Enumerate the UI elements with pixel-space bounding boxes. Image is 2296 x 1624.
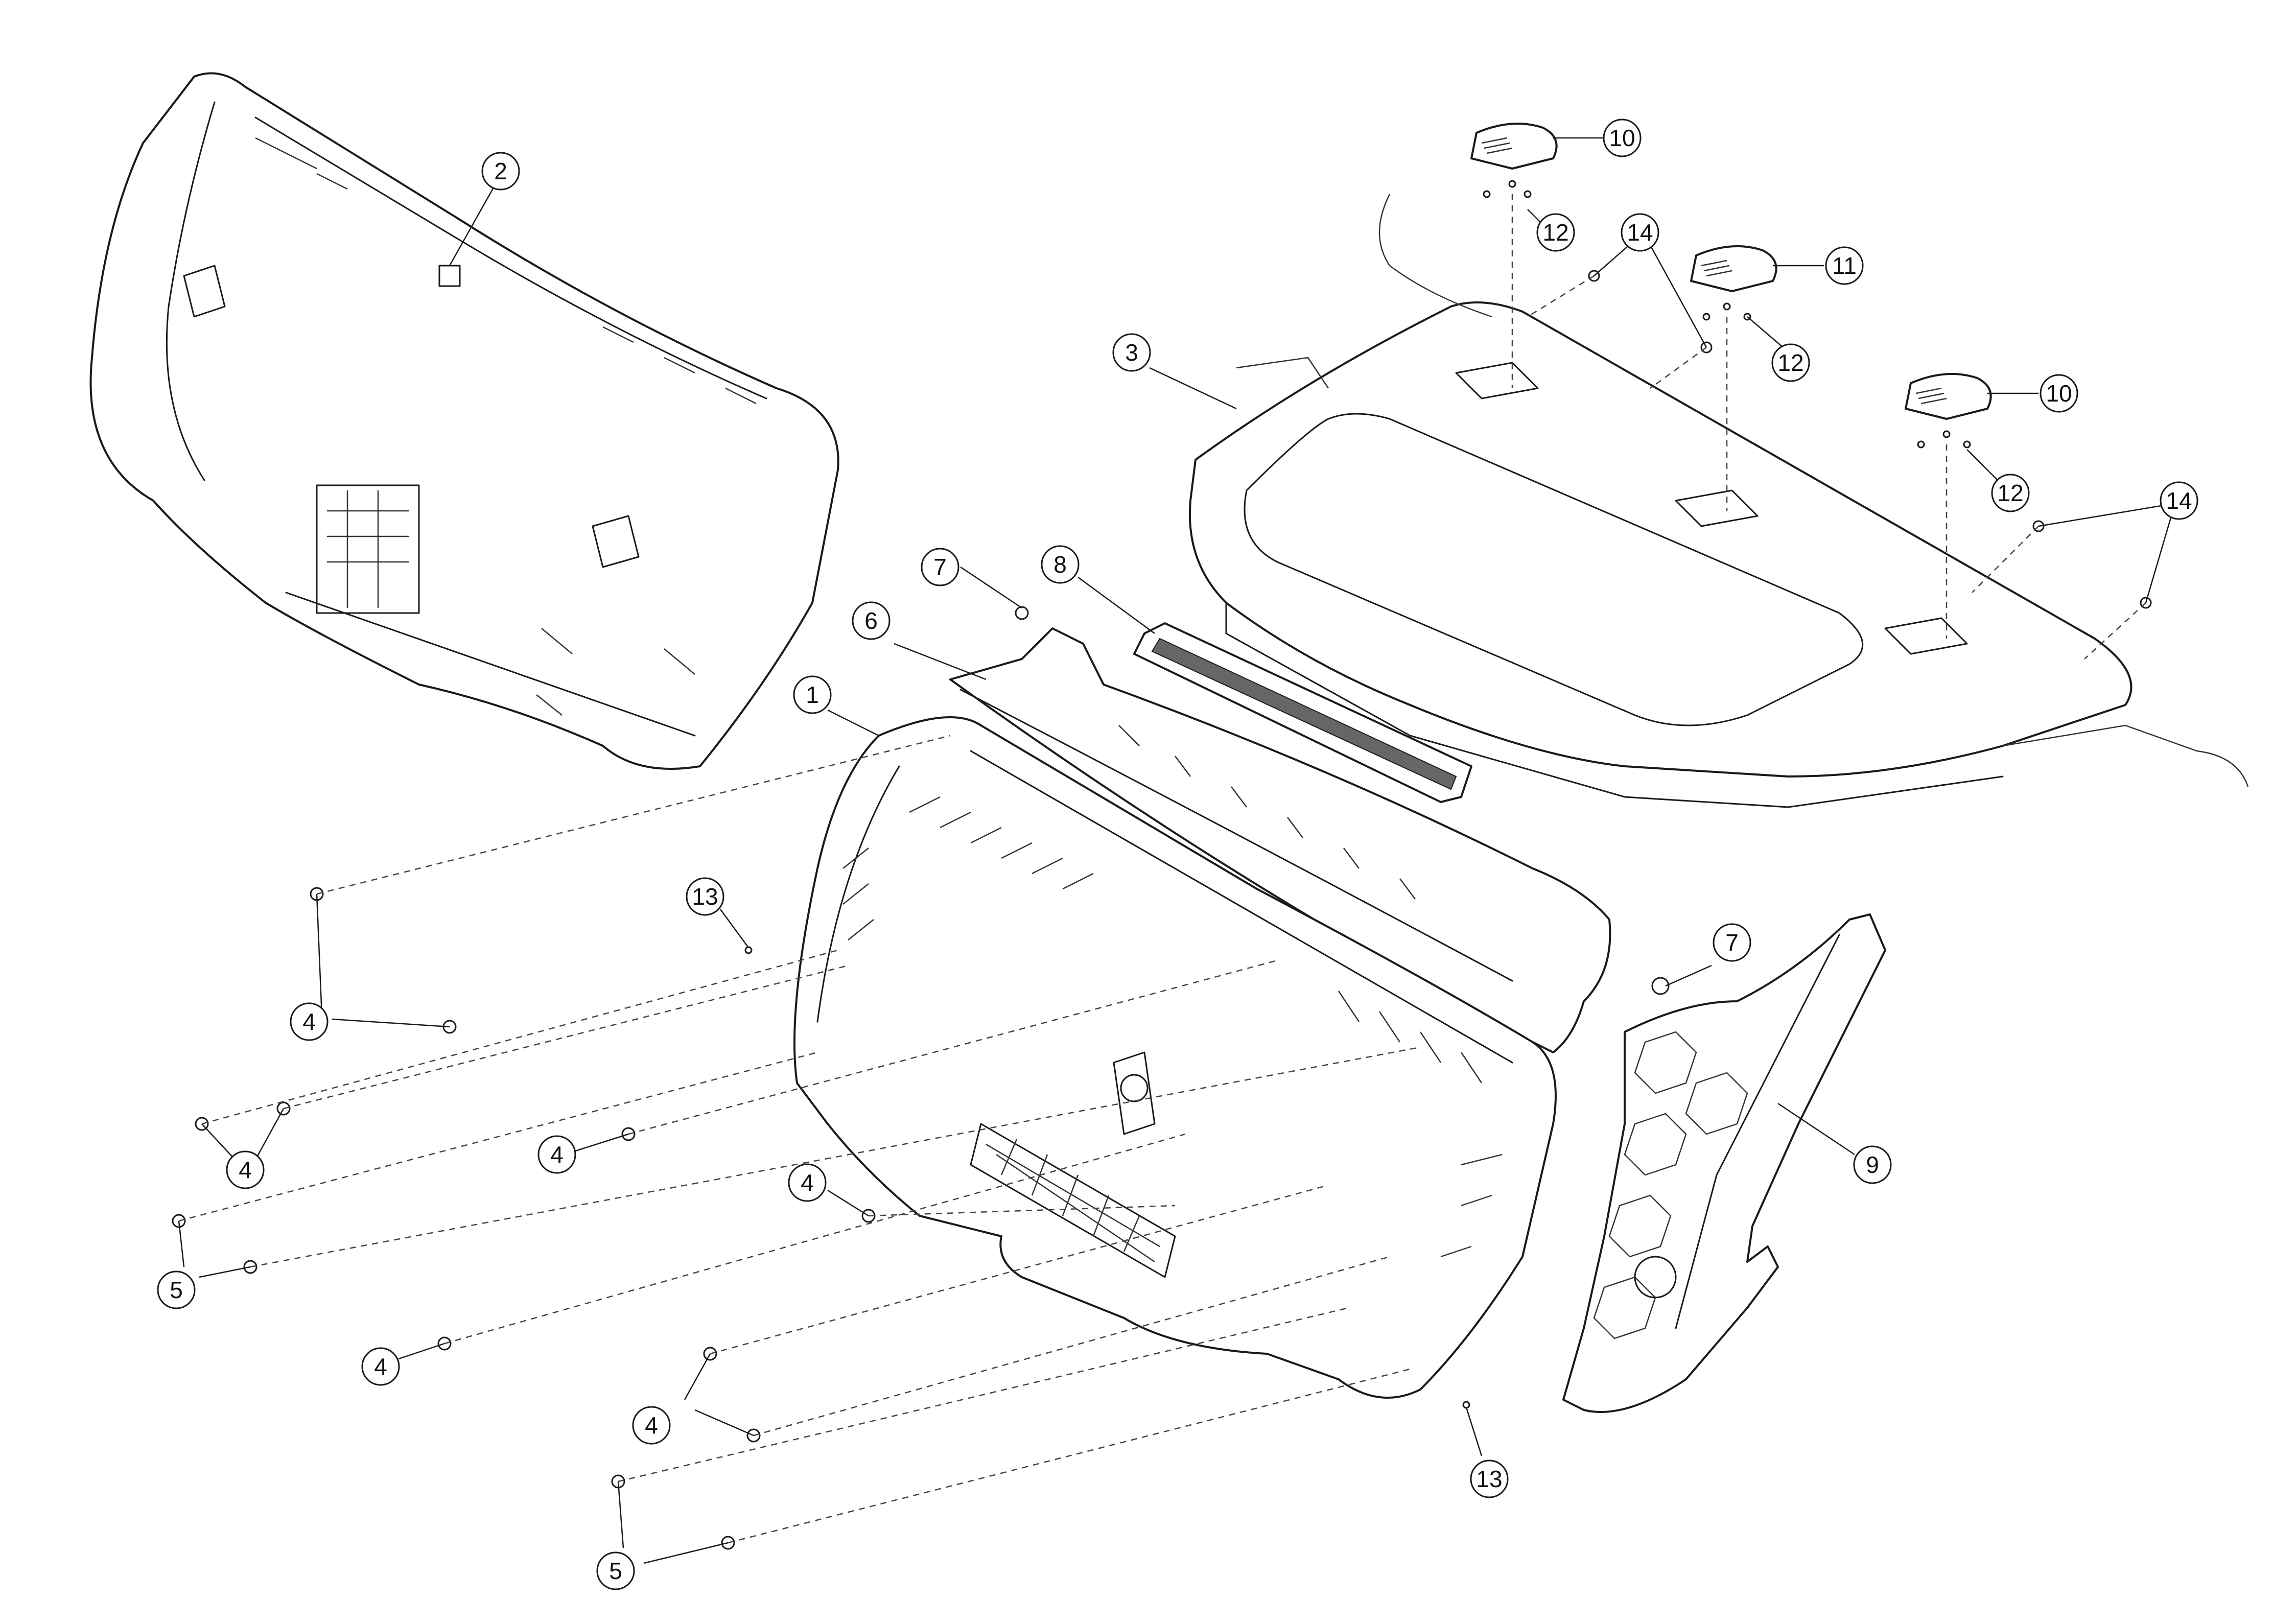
balloon-12b-label: 12 [1777, 349, 1803, 376]
balloon-10b-label: 10 [2046, 380, 2072, 407]
tailgate-lower-trim-panel [793, 716, 1557, 1399]
balloon-3-label: 3 [1125, 339, 1138, 366]
balloon-2: 2 [481, 152, 520, 191]
balloon-6: 6 [852, 601, 891, 640]
balloon-4c-label: 4 [550, 1141, 564, 1168]
balloon-11: 11 [1825, 246, 1864, 285]
balloon-5b: 5 [596, 1551, 635, 1590]
balloon-5b-label: 5 [609, 1558, 622, 1584]
balloon-4b: 4 [226, 1150, 265, 1189]
balloon-10a-label: 10 [1609, 125, 1635, 151]
balloon-14b: 14 [2160, 481, 2198, 520]
balloon-4e: 4 [361, 1347, 400, 1386]
balloon-4b-label: 4 [239, 1157, 252, 1183]
balloon-13b: 13 [1470, 1460, 1509, 1498]
balloon-6-label: 6 [864, 607, 878, 634]
balloon-12a-label: 12 [1542, 219, 1568, 246]
balloon-12b: 12 [1771, 343, 1810, 382]
balloon-10a: 10 [1603, 119, 1642, 157]
balloon-13b-label: 13 [1476, 1466, 1502, 1492]
balloon-13a-label: 13 [692, 883, 718, 910]
balloon-14a: 14 [1621, 213, 1659, 252]
balloon-8-label: 8 [1053, 551, 1067, 578]
fasteners [172, 180, 2152, 1550]
side-bracket [1562, 913, 1886, 1413]
upper-trim-strip [949, 627, 1611, 1053]
balloon-1: 1 [793, 675, 832, 714]
balloon-5a: 5 [157, 1270, 196, 1309]
balloon-4a: 4 [290, 1002, 329, 1041]
balloon-10b: 10 [2040, 374, 2078, 413]
balloon-7b: 7 [1713, 923, 1751, 962]
cover-11 [1690, 245, 1777, 292]
assembly-lines [178, 194, 2146, 1544]
balloon-3: 3 [1112, 333, 1151, 372]
balloon-2-label: 2 [494, 158, 507, 184]
balloon-1-label: 1 [806, 681, 819, 708]
balloon-9-label: 9 [1866, 1151, 1879, 1178]
balloon-12c: 12 [1991, 474, 2030, 512]
balloon-12c-label: 12 [1997, 480, 2023, 506]
balloon-7b-label: 7 [1725, 929, 1739, 956]
balloon-13a: 13 [686, 877, 724, 916]
lamp-strip [1133, 622, 1472, 803]
balloon-4e-label: 4 [374, 1353, 387, 1380]
balloon-7a-label: 7 [933, 554, 947, 580]
balloon-12a: 12 [1536, 213, 1575, 252]
balloon-4c: 4 [537, 1135, 576, 1174]
cover-10-upper [1470, 123, 1558, 170]
balloon-4d-label: 4 [801, 1169, 814, 1196]
balloon-14a-label: 14 [1627, 219, 1653, 246]
balloon-8: 8 [1041, 545, 1080, 584]
balloon-4a-label: 4 [302, 1008, 316, 1035]
balloon-11-label: 11 [1832, 252, 1857, 279]
leader-lines [178, 137, 2172, 1564]
balloon-9: 9 [1853, 1145, 1892, 1184]
balloon-7a: 7 [921, 548, 959, 586]
tailgate-upper-trim-panel [89, 72, 839, 770]
cover-10-lower [1905, 373, 1992, 420]
balloon-14b-label: 14 [2166, 487, 2192, 514]
balloon-4f-label: 4 [645, 1412, 658, 1439]
balloon-4d: 4 [788, 1163, 827, 1202]
balloon-5a-label: 5 [170, 1277, 183, 1303]
parcel-shelf [1188, 194, 2249, 808]
balloon-4f: 4 [632, 1406, 671, 1445]
